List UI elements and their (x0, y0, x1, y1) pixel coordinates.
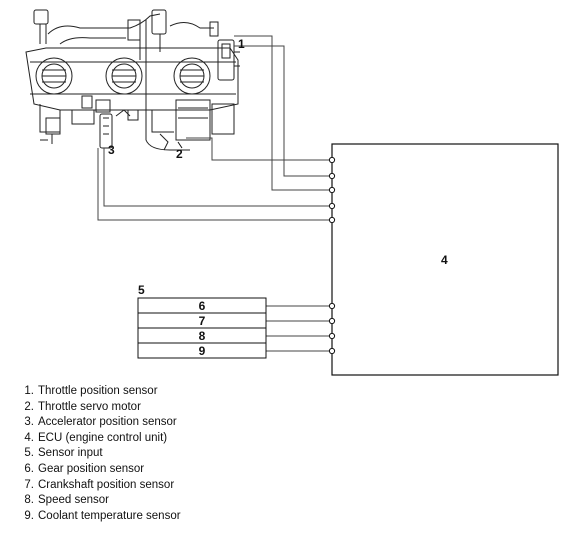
ecu-pin (328, 317, 336, 325)
legend-item: 8.Speed sensor (24, 494, 109, 507)
wire-aps-b (97, 148, 332, 221)
ecu-pin (328, 156, 336, 164)
callout-throttle-position-sensor: 1 (238, 37, 245, 51)
callout-ecu: 4 (441, 253, 448, 267)
sensor-row-coolant: 9 (199, 344, 206, 358)
legend-item: 4.ECU (engine control unit) (24, 431, 168, 444)
legend-item: 3.Accelerator position sensor (24, 416, 177, 429)
sensor-row-gear: 6 (199, 299, 206, 313)
sensor-row-crankshaft: 7 (199, 314, 206, 328)
callout-throttle-servo-motor: 2 (176, 147, 183, 161)
ecu-connector-pins (328, 156, 336, 355)
callout-sensor-input: 5 (138, 283, 145, 297)
legend: 1.Throttle position sensor 2.Throttle se… (20, 384, 181, 524)
wiring-harness (97, 35, 332, 352)
wire-servo (186, 137, 332, 161)
throttle-body-illustration (25, 9, 240, 151)
sensor-input-table (137, 297, 267, 359)
ecu-pin (328, 172, 336, 180)
ecu-pin (328, 332, 336, 340)
wire-aps-a (103, 148, 332, 207)
wire-tps-a (234, 35, 332, 191)
legend-item: 6.Gear position sensor (24, 462, 145, 475)
callout-accelerator-position-sensor: 3 (108, 143, 115, 157)
ecu-pin (328, 202, 336, 210)
legend-item: 2.Throttle servo motor (24, 400, 141, 413)
ecu-pin (328, 186, 336, 194)
ecu-pin (328, 216, 336, 224)
legend-item: 1.Throttle position sensor (24, 385, 158, 397)
callout-arrow-servo (177, 141, 183, 149)
ecu-pin (328, 347, 336, 355)
ecu-pin (328, 302, 336, 310)
sensor-row-speed: 8 (199, 329, 206, 343)
legend-item: 5.Sensor input (24, 447, 103, 460)
ecu-box (331, 143, 559, 376)
wire-tps-b (234, 45, 332, 177)
legend-item: 7.Crankshaft position sensor (24, 478, 175, 491)
legend-item: 9.Coolant temperature sensor (24, 509, 181, 522)
